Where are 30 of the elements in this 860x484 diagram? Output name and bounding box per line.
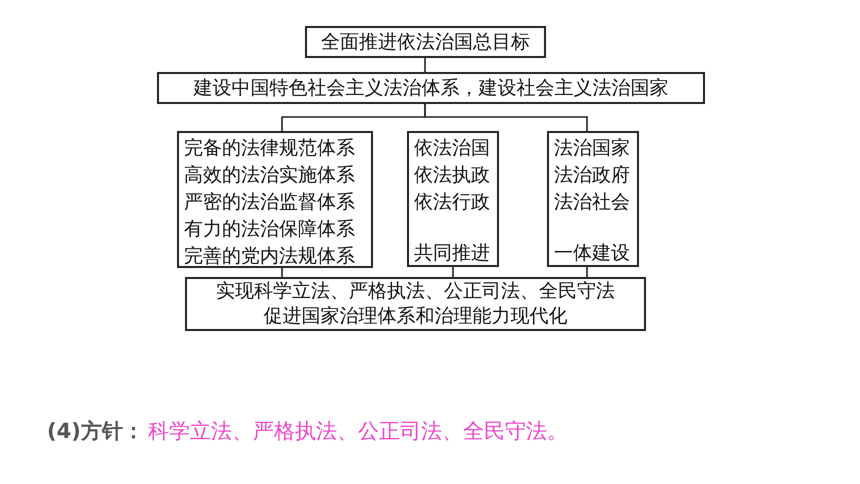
box-text: 依法执政: [414, 163, 491, 188]
box-text: 一体建设: [554, 241, 631, 266]
box-text: 促进国家治理体系和治理能力现代化: [262, 304, 568, 329]
box-text: 完善的党内法规体系: [184, 244, 356, 269]
box-text: 完备的法律规范体系: [184, 136, 356, 161]
box-text: 严密的法治监督体系: [184, 190, 356, 215]
connector-line: [424, 58, 426, 72]
box-text: 高效的法治实施体系: [184, 163, 356, 188]
text-box: [547, 131, 639, 267]
heading-label: (4)方针：: [47, 418, 144, 445]
box-text: 有力的法治保障体系: [184, 217, 356, 242]
box-text: 建设中国特色社会主义法治体系，建设社会主义法治国家: [192, 76, 670, 101]
box-text: 法治国家: [554, 136, 631, 161]
connector-line: [424, 104, 588, 131]
box-text: 法治政府: [554, 163, 631, 188]
connector-line: [452, 267, 454, 277]
text-box: [185, 277, 646, 331]
box-text: 共同推进: [414, 241, 491, 266]
text-box: [305, 26, 546, 58]
box-text: 依法治国: [414, 136, 491, 161]
box-text: 全面推进依法治国总目标: [320, 30, 531, 55]
connector-line: [586, 267, 588, 277]
box-text: 依法行政: [414, 190, 491, 215]
text-box: [157, 72, 705, 104]
connector-line: [281, 268, 283, 277]
box-text: 法治社会: [554, 190, 631, 215]
text-box: [177, 131, 373, 268]
answer-text: 科学立法、严格执法、公正司法、全民守法。: [148, 418, 568, 445]
box-text: 实现科学立法、严格执法、公正司法、全民守法: [215, 279, 616, 304]
text-box: [407, 131, 499, 267]
